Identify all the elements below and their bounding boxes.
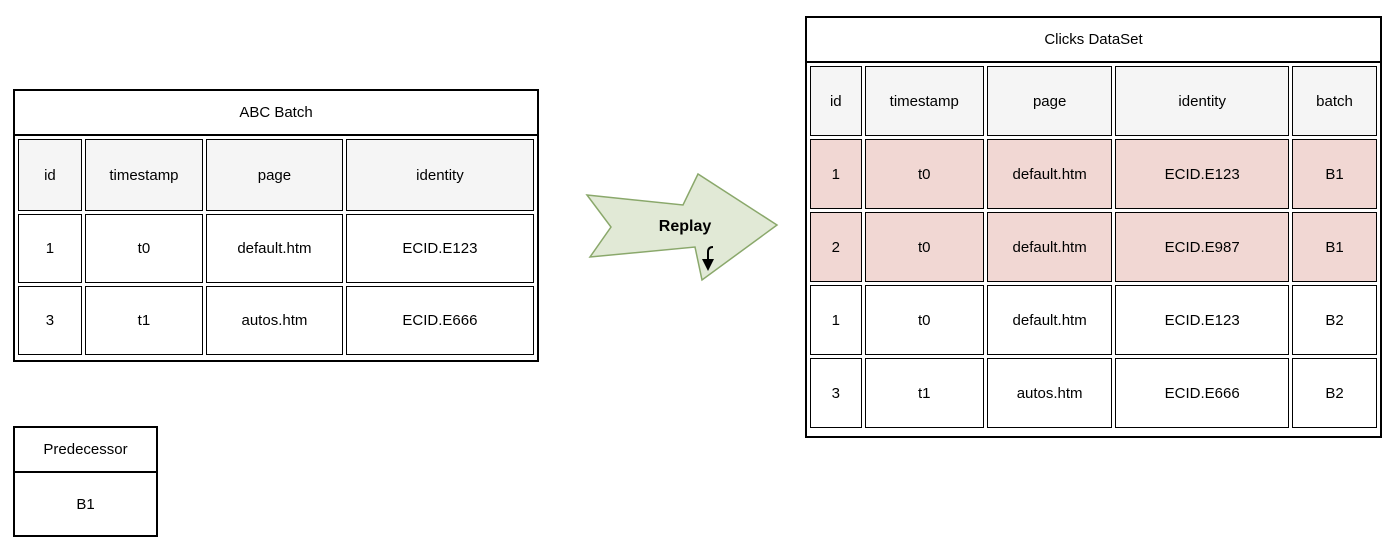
replay-arrow-icon	[585, 172, 779, 282]
table-cell: default.htm	[206, 214, 343, 283]
replay-arrow-label: Replay	[658, 218, 712, 235]
column-header-batch: batch	[1292, 66, 1377, 136]
column-header-page: page	[206, 139, 343, 211]
abc-batch-title: ABC Batch	[15, 91, 537, 136]
table-cell: 1	[810, 139, 862, 209]
table-cell: 3	[18, 286, 82, 355]
predecessor-table: Predecessor B1	[13, 426, 158, 537]
predecessor-value: B1	[76, 495, 95, 513]
table-cell: 1	[810, 285, 862, 355]
abc-batch-table: ABC Batch id timestamp page identity 1 t…	[13, 89, 539, 362]
predecessor-title: Predecessor	[15, 428, 156, 473]
table-cell: ECID.E123	[1115, 139, 1290, 209]
table-cell: 3	[810, 358, 862, 428]
table-row: 3 t1 autos.htm ECID.E666	[18, 286, 534, 355]
column-header-identity: identity	[1115, 66, 1290, 136]
column-header-page: page	[986, 66, 1113, 136]
table-cell: ECID.E666	[345, 286, 534, 355]
table-cell: B2	[1292, 358, 1377, 428]
table-cell: t0	[864, 139, 984, 209]
table-row-highlighted: 2 t0 default.htm ECID.E987 B1	[810, 212, 1377, 282]
table-cell: 2	[810, 212, 862, 282]
abc-batch-grid: id timestamp page identity 1 t0 default.…	[15, 136, 537, 358]
clicks-header-row: id timestamp page identity batch	[810, 66, 1377, 136]
table-row: 1 t0 default.htm ECID.E123	[18, 214, 534, 283]
table-row-highlighted: 1 t0 default.htm ECID.E123 B1	[810, 139, 1377, 209]
table-cell: B1	[1292, 139, 1377, 209]
table-cell: B2	[1292, 285, 1377, 355]
table-cell: t1	[84, 286, 203, 355]
column-header-identity: identity	[345, 139, 534, 211]
table-cell: default.htm	[986, 139, 1113, 209]
clicks-dataset-grid: id timestamp page identity batch 1 t0 de…	[807, 63, 1380, 431]
table-cell: t0	[864, 285, 984, 355]
table-cell: t0	[864, 212, 984, 282]
abc-header-row: id timestamp page identity	[18, 139, 534, 211]
table-cell: autos.htm	[986, 358, 1113, 428]
column-header-timestamp: timestamp	[84, 139, 203, 211]
table-cell: default.htm	[986, 212, 1113, 282]
table-cell: t0	[84, 214, 203, 283]
table-cell: 1	[18, 214, 82, 283]
table-cell: default.htm	[986, 285, 1113, 355]
down-cursor-icon	[702, 246, 714, 271]
table-cell: B1	[1292, 212, 1377, 282]
table-cell: autos.htm	[206, 286, 343, 355]
column-header-timestamp: timestamp	[864, 66, 984, 136]
column-header-id: id	[810, 66, 862, 136]
table-cell: ECID.E987	[1115, 212, 1290, 282]
table-row: 3 t1 autos.htm ECID.E666 B2	[810, 358, 1377, 428]
table-cell: ECID.E666	[1115, 358, 1290, 428]
clicks-dataset-table: Clicks DataSet id timestamp page identit…	[805, 16, 1382, 438]
table-cell: ECID.E123	[345, 214, 534, 283]
table-row: 1 t0 default.htm ECID.E123 B2	[810, 285, 1377, 355]
clicks-dataset-title: Clicks DataSet	[807, 18, 1380, 63]
table-cell: ECID.E123	[1115, 285, 1290, 355]
table-cell: t1	[864, 358, 984, 428]
column-header-id: id	[18, 139, 82, 211]
